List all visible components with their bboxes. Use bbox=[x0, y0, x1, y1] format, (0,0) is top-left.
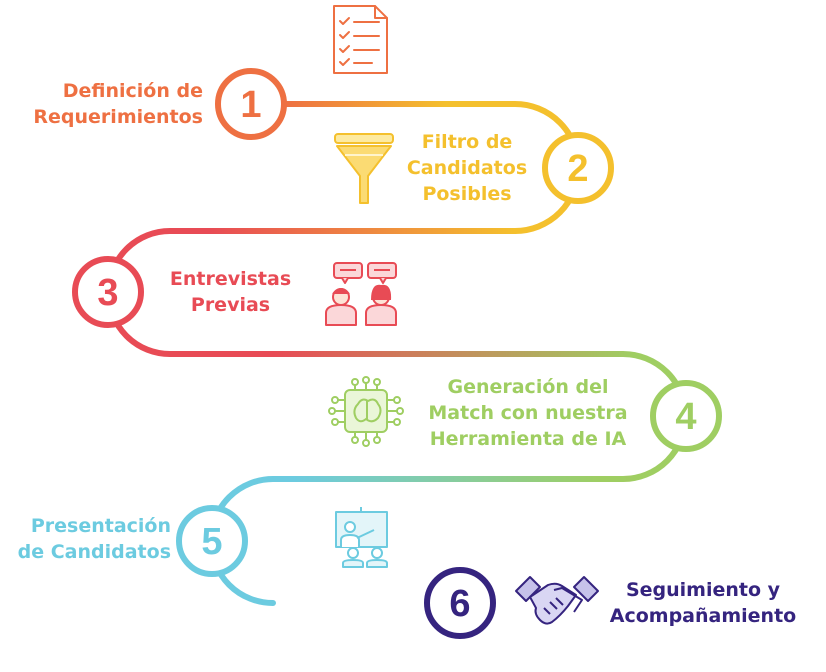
step-2-label-line: Posibles bbox=[422, 183, 512, 205]
presentation-board-icon bbox=[335, 507, 388, 568]
ai-brain-chip-icon bbox=[328, 376, 404, 447]
step-5-number: 5 bbox=[201, 521, 222, 563]
step-5-label-line: de Candidatos bbox=[17, 541, 171, 563]
step-1-label-line: Definición de bbox=[62, 80, 203, 102]
step-2-number: 2 bbox=[567, 148, 588, 190]
step-4-label-line: Generación del bbox=[447, 376, 609, 398]
interview-icon bbox=[325, 262, 397, 326]
step-2-label-line: Candidatos bbox=[406, 157, 528, 179]
step-4-label-line: Match con nuestra bbox=[428, 402, 628, 424]
step-3-label-line: Entrevistas bbox=[169, 268, 292, 290]
step-5-label: Presentación de Candidatos bbox=[18, 513, 171, 565]
funnel-icon bbox=[334, 133, 394, 204]
handshake-icon bbox=[515, 576, 599, 625]
step-4-circle: 4 bbox=[650, 380, 722, 452]
step-3-number: 3 bbox=[97, 272, 118, 314]
step-1-number: 1 bbox=[240, 84, 261, 126]
step-4-number: 4 bbox=[675, 396, 696, 438]
step-2-label: Filtro de Candidatos Posibles bbox=[397, 129, 537, 207]
checklist-icon bbox=[333, 5, 388, 74]
step-2-label-line: Filtro de bbox=[421, 131, 513, 153]
step-5-circle: 5 bbox=[176, 505, 248, 577]
step-6-circle: 6 bbox=[424, 567, 496, 639]
step-5-label-line: Presentación bbox=[30, 515, 171, 537]
step-6-number: 6 bbox=[449, 583, 470, 625]
step-6-label-line: Acompañamiento bbox=[609, 605, 797, 627]
step-4-label: Generación del Match con nuestra Herrami… bbox=[414, 374, 642, 452]
step-6-label-line: Seguimiento y bbox=[625, 579, 781, 601]
step-2-circle: 2 bbox=[542, 132, 614, 204]
step-3-circle: 3 bbox=[72, 256, 144, 328]
step-3-label: Entrevistas Previas bbox=[158, 266, 303, 318]
step-1-label: Definición de Requerimientos bbox=[33, 78, 203, 130]
step-1-label-line: Requerimientos bbox=[33, 106, 203, 128]
step-6-label: Seguimiento y Acompañamiento bbox=[602, 577, 804, 629]
step-3-label-line: Previas bbox=[190, 294, 271, 316]
step-1-circle: 1 bbox=[215, 68, 287, 140]
step-4-label-line: Herramienta de IA bbox=[429, 428, 627, 450]
